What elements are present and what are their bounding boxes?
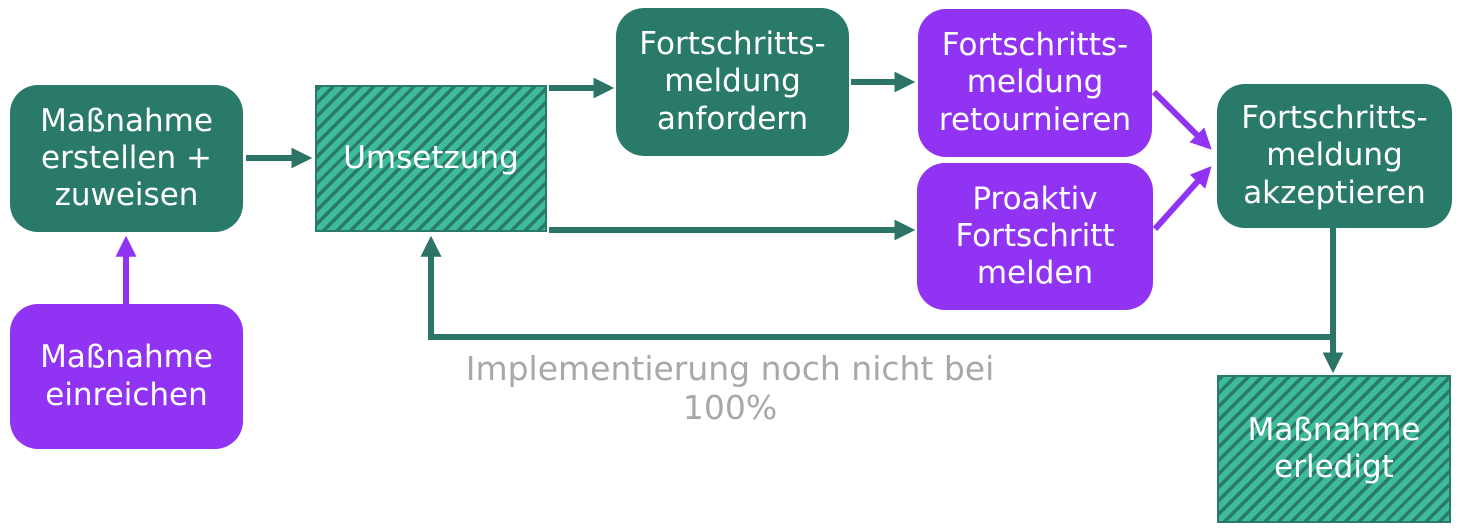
node-fortschrittsmeldung-akzeptieren: Fortschritts- meldung akzeptieren [1217,84,1452,228]
node-umsetzung: Umsetzung [315,85,547,232]
node-label: Maßnahme erstellen + zuweisen [40,102,213,214]
node-massnahme-erledigt: Maßnahme erledigt [1217,375,1451,523]
node-massnahme-erstellen-zuweisen: Maßnahme erstellen + zuweisen [10,85,243,232]
node-massnahme-einreichen: Maßnahme einreichen [10,304,243,449]
loop-condition-label: Implementierung noch nicht bei 100% [465,349,995,427]
arrow-proaktiv-to-akzeptieren [1152,166,1212,232]
node-label: Fortschritts- meldung akzeptieren [1241,100,1428,211]
arrow-loop-akzeptieren-to-umsetzung [420,235,1333,340]
node-label: Maßnahme einreichen [40,339,213,413]
node-label: Fortschritts- meldung retournieren [938,27,1132,138]
node-proaktiv-fortschritt-melden: Proaktiv Fortschritt melden [917,163,1153,310]
node-label: Proaktiv Fortschritt melden [955,180,1115,292]
node-fortschrittsmeldung-retournieren: Fortschritts- meldung retournieren [918,9,1152,157]
node-fortschrittsmeldung-anfordern: Fortschritts- meldung anfordern [616,8,849,156]
node-label: Maßnahme erledigt [1247,411,1421,485]
node-label: Umsetzung [343,139,519,176]
arrow-retournieren-to-akzeptieren [1151,89,1212,150]
node-label: Fortschritts- meldung anfordern [639,26,826,137]
